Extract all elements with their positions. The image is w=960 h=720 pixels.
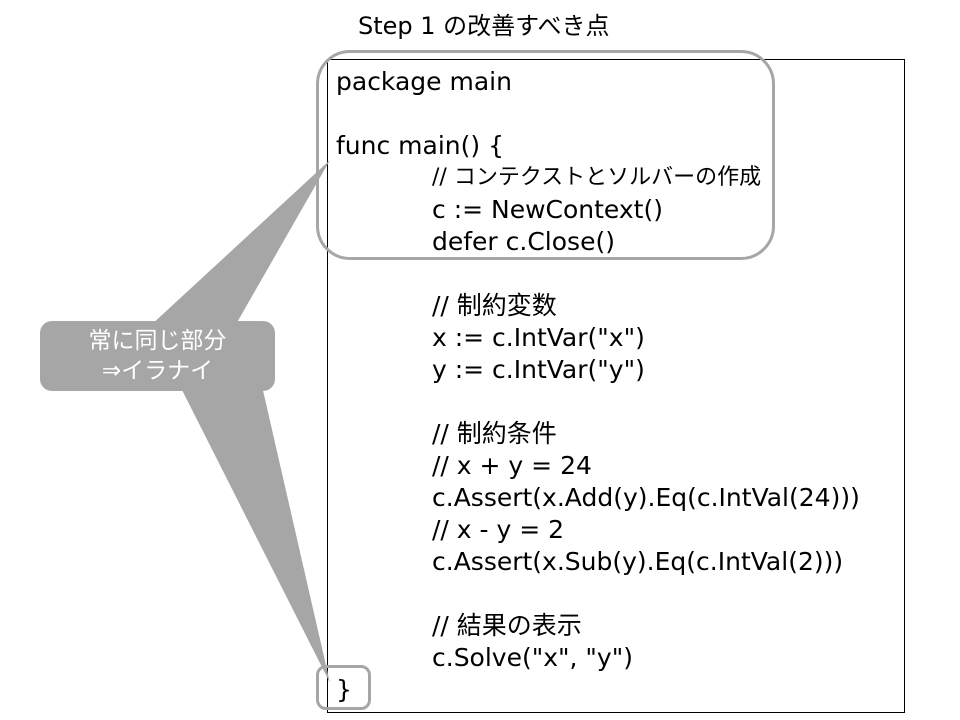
- code-comment: // x - y = 2: [432, 515, 565, 544]
- code-comment: // コンテクストとソルバーの作成: [432, 165, 762, 190]
- code-line: c.Assert(x.Sub(y).Eq(c.IntVal(2))): [432, 547, 844, 576]
- code-comment: // 制約変数: [432, 291, 557, 320]
- code-line: x := c.IntVar("x"): [432, 323, 645, 352]
- code-line: c.Solve("x", "y"): [432, 643, 633, 672]
- code-comment: // 結果の表示: [432, 611, 582, 640]
- callout-pointer-bottom: [180, 386, 330, 683]
- code-line: defer c.Close(): [432, 227, 615, 256]
- code-line: y := c.IntVar("y"): [432, 355, 645, 384]
- code-line: package main: [336, 67, 512, 96]
- callout-line1: 常に同じ部分: [88, 328, 227, 354]
- code-line: }: [336, 675, 352, 704]
- code-comment: // x + y = 24: [432, 451, 592, 480]
- code-line: c.Assert(x.Add(y).Eq(c.IntVal(24))): [432, 483, 860, 512]
- code-line: c := NewContext(): [432, 195, 663, 224]
- code-box: [327, 59, 905, 713]
- highlight-box-top: [316, 50, 775, 260]
- callout-bubble: 常に同じ部分 ⇒イラナイ: [40, 321, 275, 391]
- callout-line2: ⇒イラナイ: [101, 358, 214, 384]
- highlight-box-bottom: [316, 665, 371, 710]
- callout-pointer-top: [150, 160, 330, 326]
- code-line: func main() {: [336, 131, 505, 160]
- code-comment: // 制約条件: [432, 419, 557, 448]
- slide-title: Step 1 の改善すべき点: [358, 12, 610, 40]
